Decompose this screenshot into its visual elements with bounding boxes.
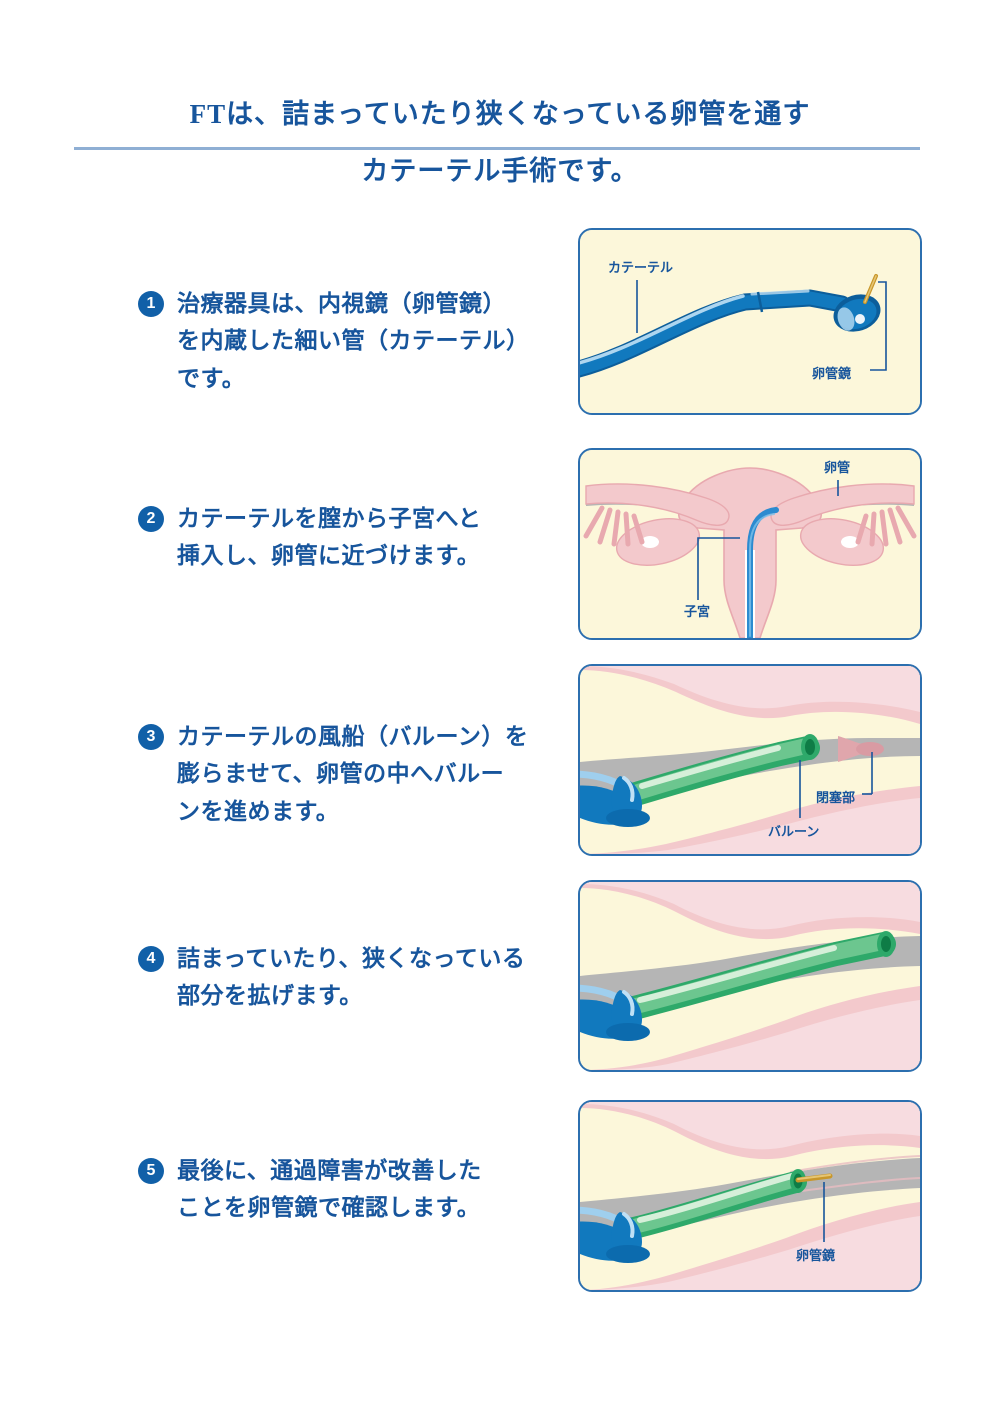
step-2-line-2: 挿入し、卵管に近づけます。 (177, 543, 481, 569)
panel-endoscope-check: 卵管鏡 (578, 1100, 922, 1292)
step-4-line-2: 部分を拡げます。 (177, 983, 363, 1009)
step-item-4: 4 詰まっていたり、狭くなっている 部分を拡げます。 (138, 940, 525, 1015)
step-1-line-2: を内蔵した細い管（カテーテル） (177, 328, 530, 354)
step-item-3: 3 カテーテルの風船（バルーン）を 膨らませて、卵管の中へバルー ンを進めます。 (138, 718, 528, 830)
step-text-5: 最後に、通過障害が改善した ことを卵管鏡で確認します。 (177, 1152, 482, 1227)
figure-label-obstruction: 閉塞部 (816, 790, 855, 805)
panel-balloon-advance: 閉塞部 バルーン (578, 664, 922, 856)
step-item-2: 2 カテーテルを膣から子宮へと 挿入し、卵管に近づけます。 (138, 500, 481, 575)
header-divider (74, 147, 920, 150)
step-number-badge-2: 2 (138, 506, 164, 532)
page-title-line-2: カテーテル手術です。 (361, 156, 639, 187)
step-3-line-2: 膨らませて、卵管の中へバルー (177, 761, 505, 787)
panel-catheter-device: カテーテル 卵管鏡 (578, 228, 922, 415)
step-3-line-1: カテーテルの風船（バルーン）を (177, 724, 529, 749)
step-number-badge-1: 1 (138, 291, 164, 317)
step-text-4: 詰まっていたり、狭くなっている 部分を拡げます。 (177, 940, 525, 1015)
step-1-line-1: 治療器具は、内視鏡（卵管鏡） (177, 291, 506, 316)
step-text-3: カテーテルの風船（バルーン）を 膨らませて、卵管の中へバルー ンを進めます。 (177, 718, 528, 830)
step-text-2: カテーテルを膣から子宮へと 挿入し、卵管に近づけます。 (177, 500, 481, 575)
figure-label-balloon: バルーン (768, 824, 819, 839)
step-number-badge-3: 3 (138, 724, 164, 750)
page-title-line-1: FTは、詰まっていたり狭くなっている卵管を通す (189, 99, 811, 129)
figure-label-uterus: 子宮 (684, 604, 710, 619)
step-number-badge-5: 5 (138, 1158, 164, 1184)
step-number-badge-4: 4 (138, 946, 164, 972)
step-1-line-3: です。 (177, 365, 246, 391)
step-item-5: 5 最後に、通過障害が改善した ことを卵管鏡で確認します。 (138, 1152, 482, 1227)
step-5-line-2: ことを卵管鏡で確認します。 (177, 1195, 481, 1221)
step-4-line-1: 詰まっていたり、狭くなっている (177, 946, 526, 971)
figure-label-tuboscope-2: 卵管鏡 (796, 1248, 835, 1263)
step-5-line-1: 最後に、通過障害が改善した (177, 1158, 482, 1183)
step-item-1: 1 治療器具は、内視鏡（卵管鏡） を内蔵した細い管（カテーテル） です。 (138, 285, 530, 397)
page-header: FTは、詰まっていたり狭くなっている卵管を通す カテーテル手術です。 (0, 95, 1000, 191)
figure-label-tuboscope-1: 卵管鏡 (812, 366, 851, 381)
figure-label-fallopian-tube: 卵管 (824, 460, 850, 475)
figure-label-catheter: カテーテル (608, 260, 673, 275)
step-3-line-3: ンを進めます。 (177, 798, 340, 824)
step-text-1: 治療器具は、内視鏡（卵管鏡） を内蔵した細い管（カテーテル） です。 (177, 285, 530, 397)
panel-dilation (578, 880, 922, 1072)
step-2-line-1: カテーテルを膣から子宮へと (177, 506, 482, 531)
panel-uterus-insertion: 卵管 子宮 (578, 448, 922, 640)
